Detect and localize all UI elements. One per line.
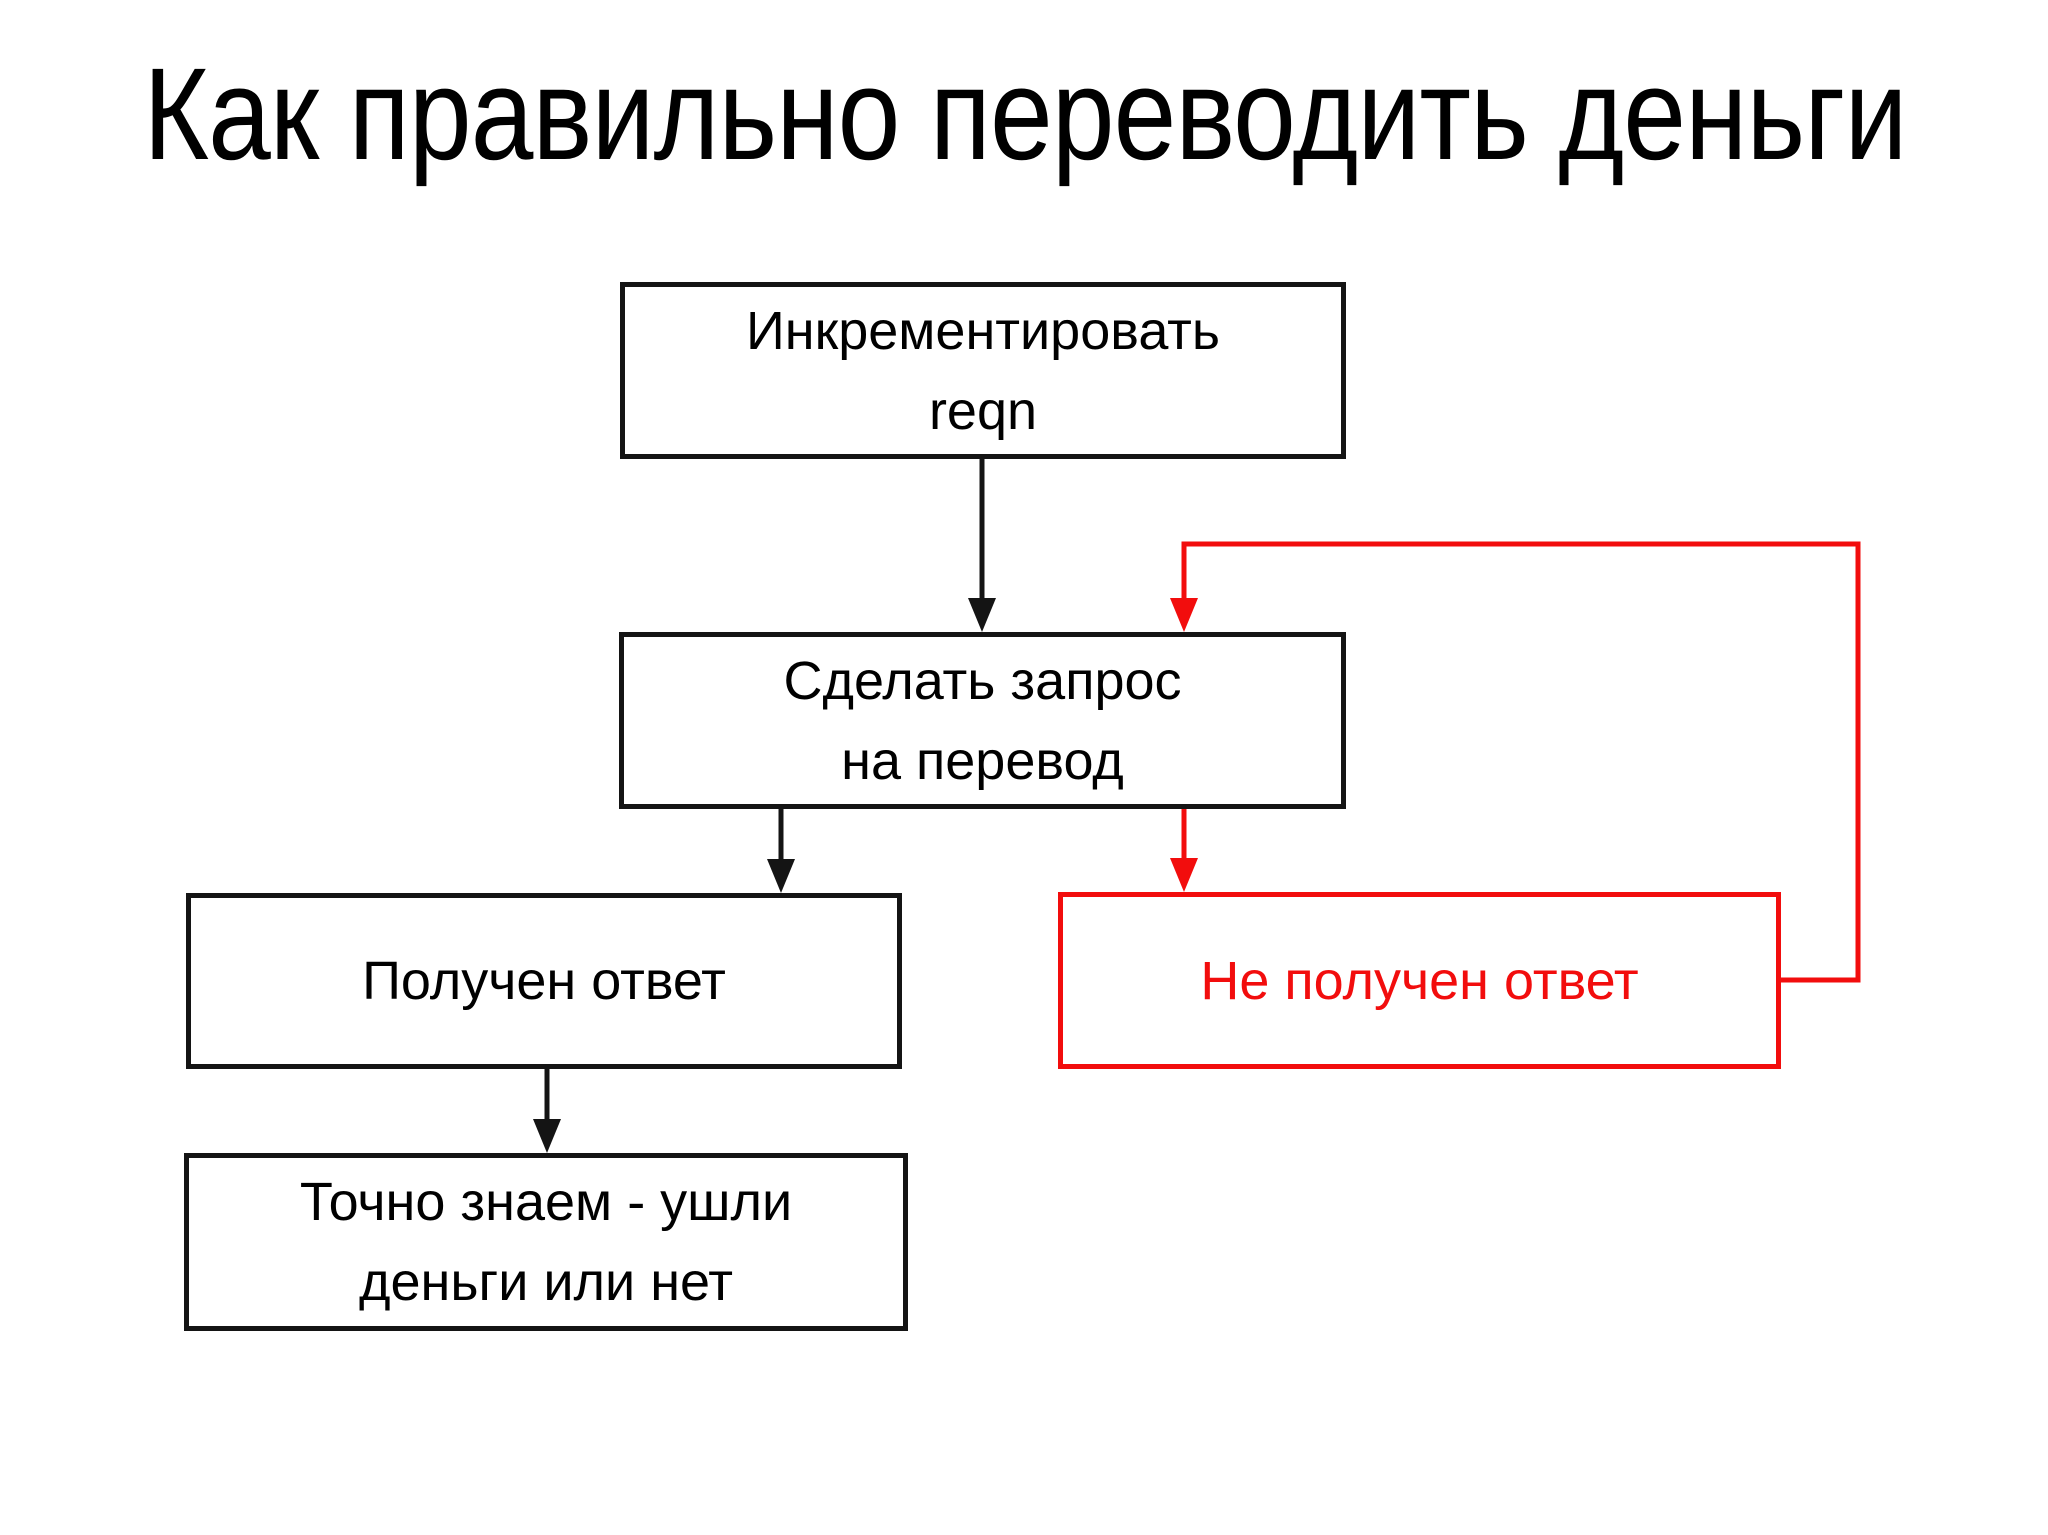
node-know-for-sure: Точно знаем - ушли деньги или нет (184, 1153, 908, 1331)
arrowhead-down-icon (968, 598, 996, 632)
edge-request-to-received (767, 809, 795, 893)
slide-title: Как правильно переводить деньги (143, 40, 1907, 187)
node-label-line: Получен ответ (362, 951, 726, 1011)
node-increment-reqn: Инкрементировать reqn (620, 282, 1346, 459)
node-answer-not-received: Не получен ответ (1058, 892, 1781, 1069)
edge-received-to-know (533, 1069, 561, 1153)
arrowhead-down-icon (533, 1119, 561, 1153)
node-make-transfer-request: Сделать запрос на перевод (619, 632, 1346, 809)
edge-not-received-loop-back-to-request (1170, 541, 1861, 983)
node-label-line: Инкрементировать (745, 300, 1221, 361)
node-answer-received: Получен ответ (186, 893, 902, 1069)
node-label-line: Не получен ответ (1200, 950, 1639, 1011)
node-label-line: на перевод (841, 730, 1124, 791)
edge-increment-to-request (968, 459, 996, 632)
edge-request-to-not-received (1170, 809, 1198, 892)
node-label-line: деньги или нет (359, 1252, 733, 1312)
node-label-line: Сделать запрос (783, 650, 1182, 711)
node-label-line: Точно знаем - ушли (299, 1172, 793, 1232)
arrowhead-down-icon (1170, 858, 1198, 892)
arrowhead-down-icon (767, 859, 795, 893)
arrowhead-down-icon (1170, 598, 1198, 632)
node-label-line: reqn (928, 380, 1038, 441)
